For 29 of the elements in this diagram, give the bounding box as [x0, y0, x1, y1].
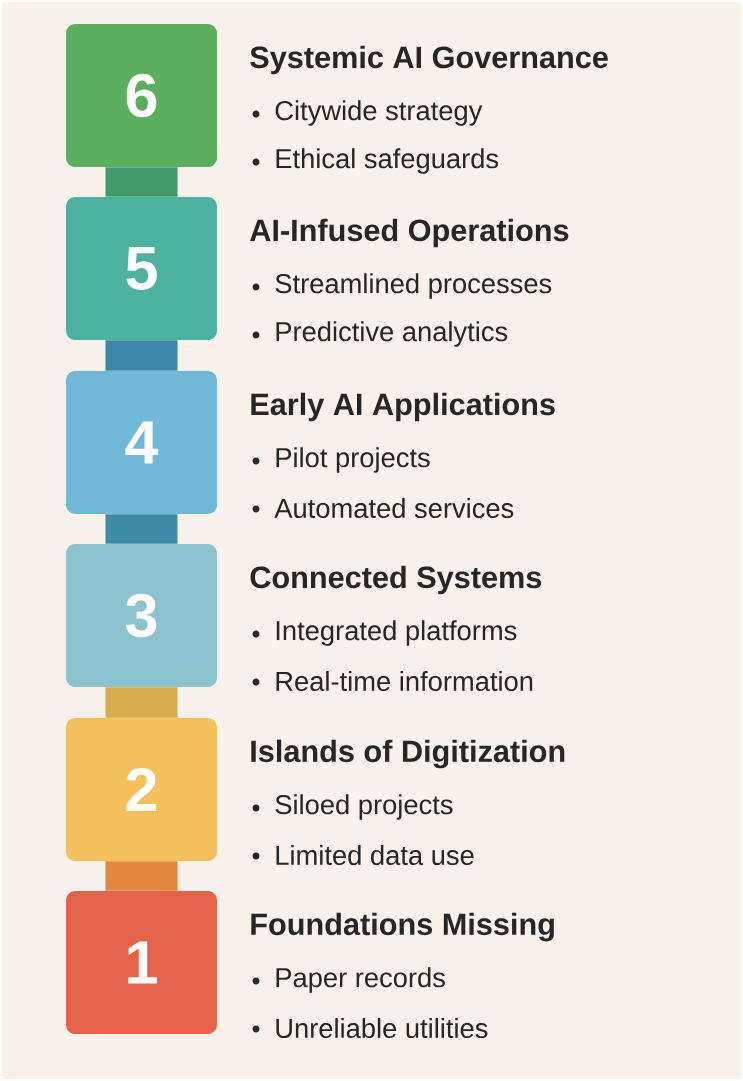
- stage-heading: Early AI Applications: [251, 392, 555, 422]
- bullet-text: Citywide strategy: [275, 100, 483, 126]
- bullet-text: Predictive analytics: [276, 321, 508, 347]
- bullet-text: Ethical safeguards: [276, 148, 499, 174]
- stage-heading: Connected Systems: [250, 565, 542, 595]
- number-box: 4: [66, 371, 217, 514]
- connector-bar: [105, 861, 178, 891]
- bullet-text: Streamlined processes: [275, 273, 552, 299]
- number-box: 2: [66, 718, 217, 861]
- connector-bar: [105, 687, 178, 718]
- connector-bar: [105, 514, 178, 544]
- bullet-text: Pilot projects: [276, 447, 430, 473]
- connector-bar: [105, 167, 178, 197]
- stage-heading: AI-Infused Operations: [250, 218, 569, 248]
- bullet-text: Automated services: [274, 497, 514, 519]
- number-box: 3: [66, 544, 217, 687]
- stage-heading: Islands of Digitization: [251, 739, 565, 769]
- stage-heading: Foundations Missing: [251, 912, 554, 942]
- bullet-text: Siloed projects: [275, 794, 453, 820]
- number-box: 5: [66, 197, 217, 340]
- bullet-text: Paper records: [276, 967, 445, 993]
- connector-bar: [105, 340, 178, 371]
- bullet-text: Integrated platforms: [276, 620, 517, 646]
- number-box: 1: [66, 891, 217, 1034]
- number-box: 6: [66, 24, 217, 167]
- stage-heading: Systemic AI Governance: [250, 45, 608, 75]
- bullet-text: Unreliable utilities: [276, 1018, 488, 1039]
- bullet-text: Limited data use: [276, 845, 474, 866]
- bullet-text: Real-time information: [276, 670, 533, 692]
